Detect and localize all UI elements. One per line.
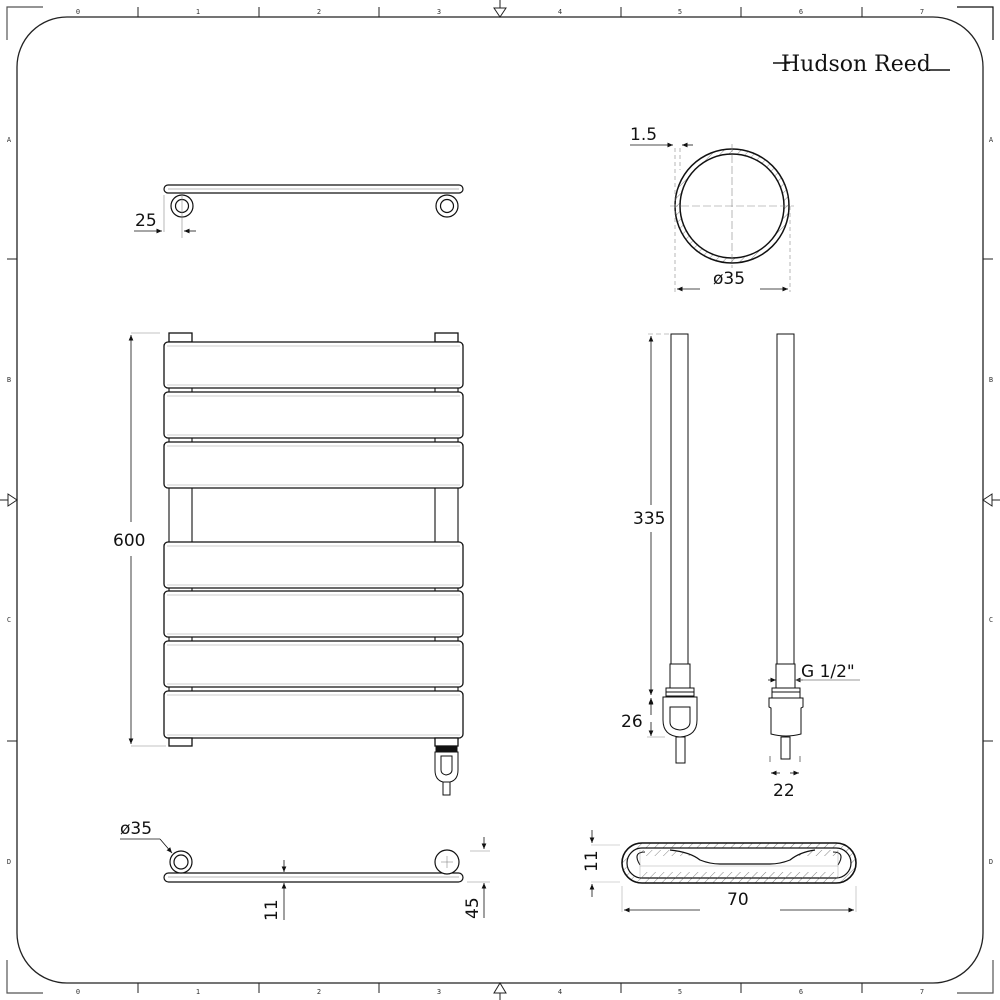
element-head-label: 26 [621,712,643,732]
tube-diameter-label: ø35 [713,269,745,289]
svg-text:0: 0 [76,8,80,16]
element-width-label: 22 [773,781,795,801]
top-view [134,184,464,238]
svg-text:7: 7 [920,8,924,16]
bottom-diameter-label: ø35 [120,819,152,839]
element-side-view-1 [662,333,698,764]
svg-text:7: 7 [920,988,924,996]
front-view [163,332,464,796]
svg-text:B: B [989,376,993,384]
svg-text:C: C [7,616,11,624]
element-length-label: 335 [633,509,665,529]
svg-text:4: 4 [558,8,562,16]
radiator-bar [163,590,464,638]
tube-section [630,142,794,292]
column-labels-bottom: 0 1 2 3 4 5 6 7 [76,988,924,996]
svg-text:6: 6 [799,988,803,996]
svg-text:4: 4 [558,988,562,996]
svg-text:D: D [7,858,11,866]
svg-text:3: 3 [437,988,441,996]
radiator-bar [163,441,464,489]
radiator-bar [163,541,464,589]
svg-text:Hudson Reed: Hudson Reed [781,52,931,77]
heating-element-front [434,745,459,796]
bar-section [621,842,857,884]
radiator-bar [163,391,464,439]
row-labels-left: A B C D [7,136,12,866]
svg-text:1: 1 [196,988,200,996]
svg-text:A: A [7,136,12,144]
svg-text:1: 1 [196,8,200,16]
svg-text:D: D [989,858,993,866]
element-side-view-2 [768,333,804,760]
radiator-bar [163,341,464,389]
svg-text:2: 2 [317,988,321,996]
svg-text:6: 6 [799,8,803,16]
column-labels-top: 0 1 2 3 4 5 6 7 [76,8,924,16]
bar-section-width-label: 70 [727,890,749,910]
bar-section-dimensions [589,830,857,913]
bottom-offset-label: 45 [463,897,483,919]
svg-text:2: 2 [317,8,321,16]
svg-text:5: 5 [678,988,682,996]
bottom-view [120,837,490,920]
front-height-label: 600 [113,531,145,551]
svg-text:0: 0 [76,988,80,996]
svg-text:C: C [989,616,993,624]
bar-section-height-label: 11 [582,850,602,872]
svg-text:A: A [989,136,994,144]
svg-text:B: B [7,376,11,384]
tube-wall-label: 1.5 [630,125,657,145]
element-thread-label: G 1/2" [801,662,855,682]
element-length-dimension [647,333,670,738]
svg-text:3: 3 [437,8,441,16]
brand-logo: Hudson Reed [773,52,950,77]
top-view-offset-label: 25 [135,211,157,231]
bottom-depth-label: 11 [262,899,282,921]
front-height-dimension [128,332,166,747]
radiator-bar [163,640,464,688]
element-thread-dimension [768,677,860,776]
svg-text:5: 5 [678,8,682,16]
row-labels-right: A B C D [989,136,994,866]
radiator-bar [163,690,464,739]
